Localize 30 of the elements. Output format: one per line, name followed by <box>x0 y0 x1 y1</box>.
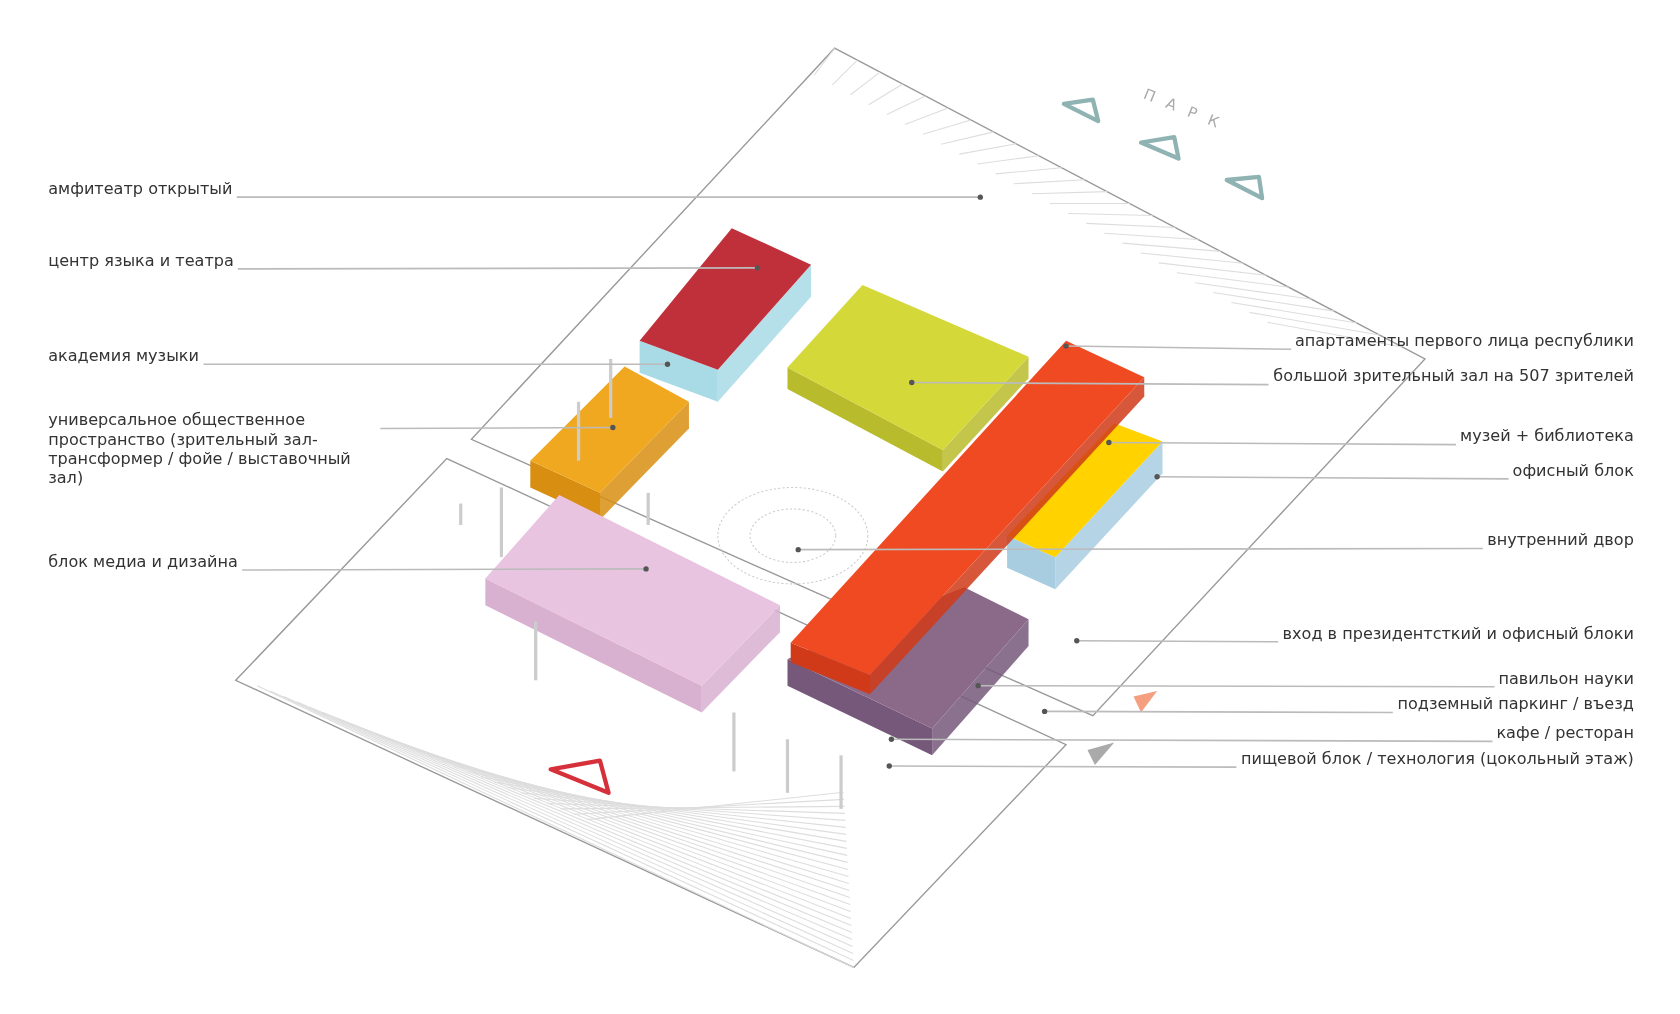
callout-label: академия музыки <box>48 346 199 366</box>
callout-label: амфитеатр открытый <box>48 178 233 199</box>
callout-label: внутренний двор <box>1487 530 1634 550</box>
callout-label: вход в президентсткий и офисный блоки <box>1282 623 1634 643</box>
callout-label: большой зрительный зал на 507 зрителей <box>1273 366 1634 386</box>
callout-label: центр языка и театра <box>48 250 234 270</box>
leader-line <box>975 683 1496 689</box>
leader-line <box>886 763 1238 769</box>
callout-label: пищевой блок / технология (цокольный этаж) <box>1240 748 1634 769</box>
callout-label: музей + библиотека <box>1460 426 1634 446</box>
callout-label: блок медиа и дизайна <box>48 551 238 572</box>
leader-line <box>1154 474 1510 480</box>
leader-line <box>1063 343 1292 351</box>
leader-line <box>237 265 761 271</box>
callout-label: апартаменты первого лица республики <box>1294 331 1634 351</box>
leader-line <box>909 379 1270 386</box>
leader-line <box>795 546 1484 553</box>
leader-line <box>379 424 616 431</box>
leader-line <box>1106 439 1457 446</box>
callout-label: универсальное общественное пространство (зрительный зал-трансформер / фойе / выставочный зал) <box>48 410 370 488</box>
leader-line <box>241 566 649 572</box>
callout-label: офисный блок <box>1512 460 1634 480</box>
leader-line <box>202 361 671 367</box>
callout-label: подземный паркинг / въезд <box>1397 694 1634 714</box>
callout-label: кафе / ресторан <box>1496 723 1634 743</box>
leader-line <box>1041 708 1394 715</box>
leader-line <box>888 736 1494 743</box>
leader-line <box>1074 638 1279 644</box>
callout-label: павильон науки <box>1498 668 1634 688</box>
leader-line <box>235 194 983 200</box>
